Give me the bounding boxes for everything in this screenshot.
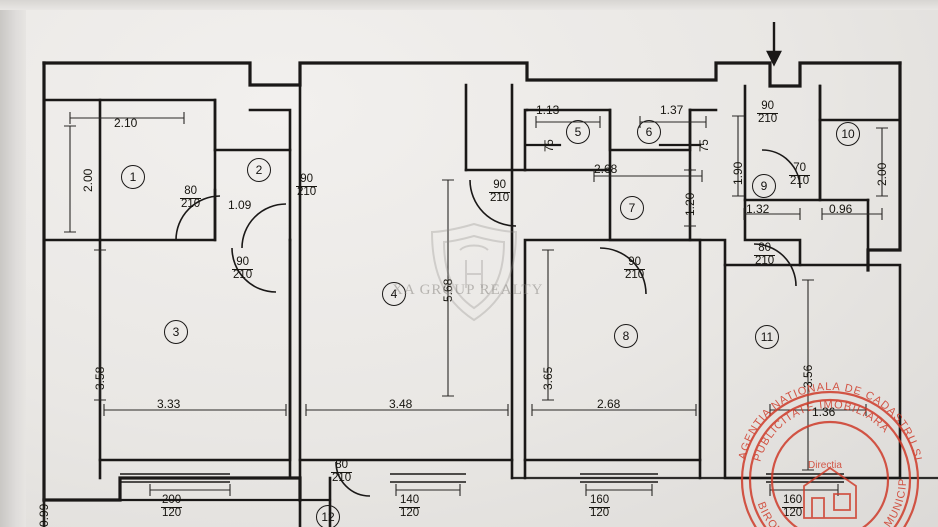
room-badge-10: 10 bbox=[836, 122, 860, 146]
door-height: 210 bbox=[297, 185, 317, 198]
door-height: 210 bbox=[332, 471, 352, 484]
window-label-140-120: 140 120 bbox=[399, 494, 421, 519]
room-badge-3: 3 bbox=[164, 320, 188, 344]
window-width: 200 bbox=[161, 494, 183, 508]
room-badge-2: 2 bbox=[247, 158, 271, 182]
dim-3-58: 3.58 bbox=[93, 366, 107, 390]
door-label-70-210-room9: 70 210 bbox=[789, 162, 811, 187]
dim-1-36: 1.36 bbox=[812, 405, 836, 419]
dim-2-00-left: 2.00 bbox=[81, 168, 95, 192]
door-width: 90 bbox=[624, 256, 646, 270]
window-width: 160 bbox=[589, 494, 611, 508]
dim-1-37: 1.37 bbox=[660, 103, 684, 117]
door-height: 210 bbox=[755, 254, 775, 267]
room-badge-12: 12 bbox=[316, 505, 340, 527]
official-stamp: AGENTIA NATIONALA DE CADASTRU SI PUBLICI… bbox=[696, 359, 938, 527]
door-height: 210 bbox=[490, 191, 510, 204]
door-label-90-210-hall-left: 90 210 bbox=[489, 179, 511, 204]
paper-top-edge bbox=[0, 0, 938, 10]
room-badge-9: 9 bbox=[752, 174, 776, 198]
paper-left-edge bbox=[0, 0, 26, 527]
dim-3-65: 3.65 bbox=[541, 366, 555, 390]
door-height: 210 bbox=[625, 268, 645, 281]
dim-0-96: 0.96 bbox=[829, 202, 853, 216]
stamp-center-label: Directia bbox=[808, 460, 842, 471]
door-label-80-210-room11: 80 210 bbox=[754, 242, 776, 267]
dim-3-33: 3.33 bbox=[157, 397, 181, 411]
dim-2-68-bottom: 2.68 bbox=[597, 397, 621, 411]
door-label-80-210-room12: 80 210 bbox=[331, 459, 353, 484]
door-width: 80 bbox=[180, 185, 202, 199]
dim-0-99: 0.99 bbox=[37, 503, 51, 527]
window-height: 120 bbox=[400, 506, 420, 519]
window-height: 120 bbox=[590, 506, 610, 519]
door-width: 90 bbox=[296, 173, 318, 187]
door-label-90-210-room2: 90 210 bbox=[296, 173, 318, 198]
door-width: 90 bbox=[489, 179, 511, 193]
window-height: 120 bbox=[783, 506, 803, 519]
door-width: 90 bbox=[232, 256, 254, 270]
room-badge-6: 6 bbox=[637, 120, 661, 144]
window-height: 120 bbox=[162, 506, 182, 519]
dim-2-00-right: 2.00 bbox=[875, 162, 889, 186]
room-badge-11: 11 bbox=[755, 325, 779, 349]
dim-1-13: 1.13 bbox=[536, 103, 560, 117]
dim-1-09: 1.09 bbox=[228, 198, 252, 212]
watermark-crest-icon bbox=[404, 216, 544, 328]
dim-1-90: 1.90 bbox=[731, 161, 745, 185]
dim-3-48: 3.48 bbox=[389, 397, 413, 411]
door-width: 80 bbox=[754, 242, 776, 256]
dim-2-10: 2.10 bbox=[114, 116, 138, 130]
room-badge-1: 1 bbox=[121, 165, 145, 189]
window-label-200-120: 200 120 bbox=[161, 494, 183, 519]
dim-2-68-top: 2.68 bbox=[594, 162, 618, 176]
door-label-90-210-room8: 90 210 bbox=[624, 256, 646, 281]
room-badge-7: 7 bbox=[620, 196, 644, 220]
window-label-160-120-right: 160 120 bbox=[782, 494, 804, 519]
window-label-160-120: 160 120 bbox=[589, 494, 611, 519]
room-badge-8: 8 bbox=[614, 324, 638, 348]
door-label-80-210-room1: 80 210 bbox=[180, 185, 202, 210]
window-width: 140 bbox=[399, 494, 421, 508]
room-badge-5: 5 bbox=[566, 120, 590, 144]
door-width: 70 bbox=[789, 162, 811, 176]
opening-label-75-left: 75 bbox=[544, 139, 556, 152]
door-height: 210 bbox=[233, 268, 253, 281]
door-label-90-210-entry-top: 90 210 bbox=[757, 100, 779, 125]
room-badge-4: 4 bbox=[382, 282, 406, 306]
window-width: 160 bbox=[782, 494, 804, 508]
opening-label-75-right: 75 bbox=[699, 139, 711, 152]
dim-1-20: 1.20 bbox=[683, 192, 697, 216]
door-width: 80 bbox=[331, 459, 353, 473]
door-height: 210 bbox=[181, 197, 201, 210]
door-height: 210 bbox=[790, 174, 810, 187]
door-label-90-210-room3: 90 210 bbox=[232, 256, 254, 281]
dim-1-32: 1.32 bbox=[746, 202, 770, 216]
door-height: 210 bbox=[758, 112, 778, 125]
door-width: 90 bbox=[757, 100, 779, 114]
watermark-text: XA GROUP REALTY bbox=[392, 282, 544, 298]
